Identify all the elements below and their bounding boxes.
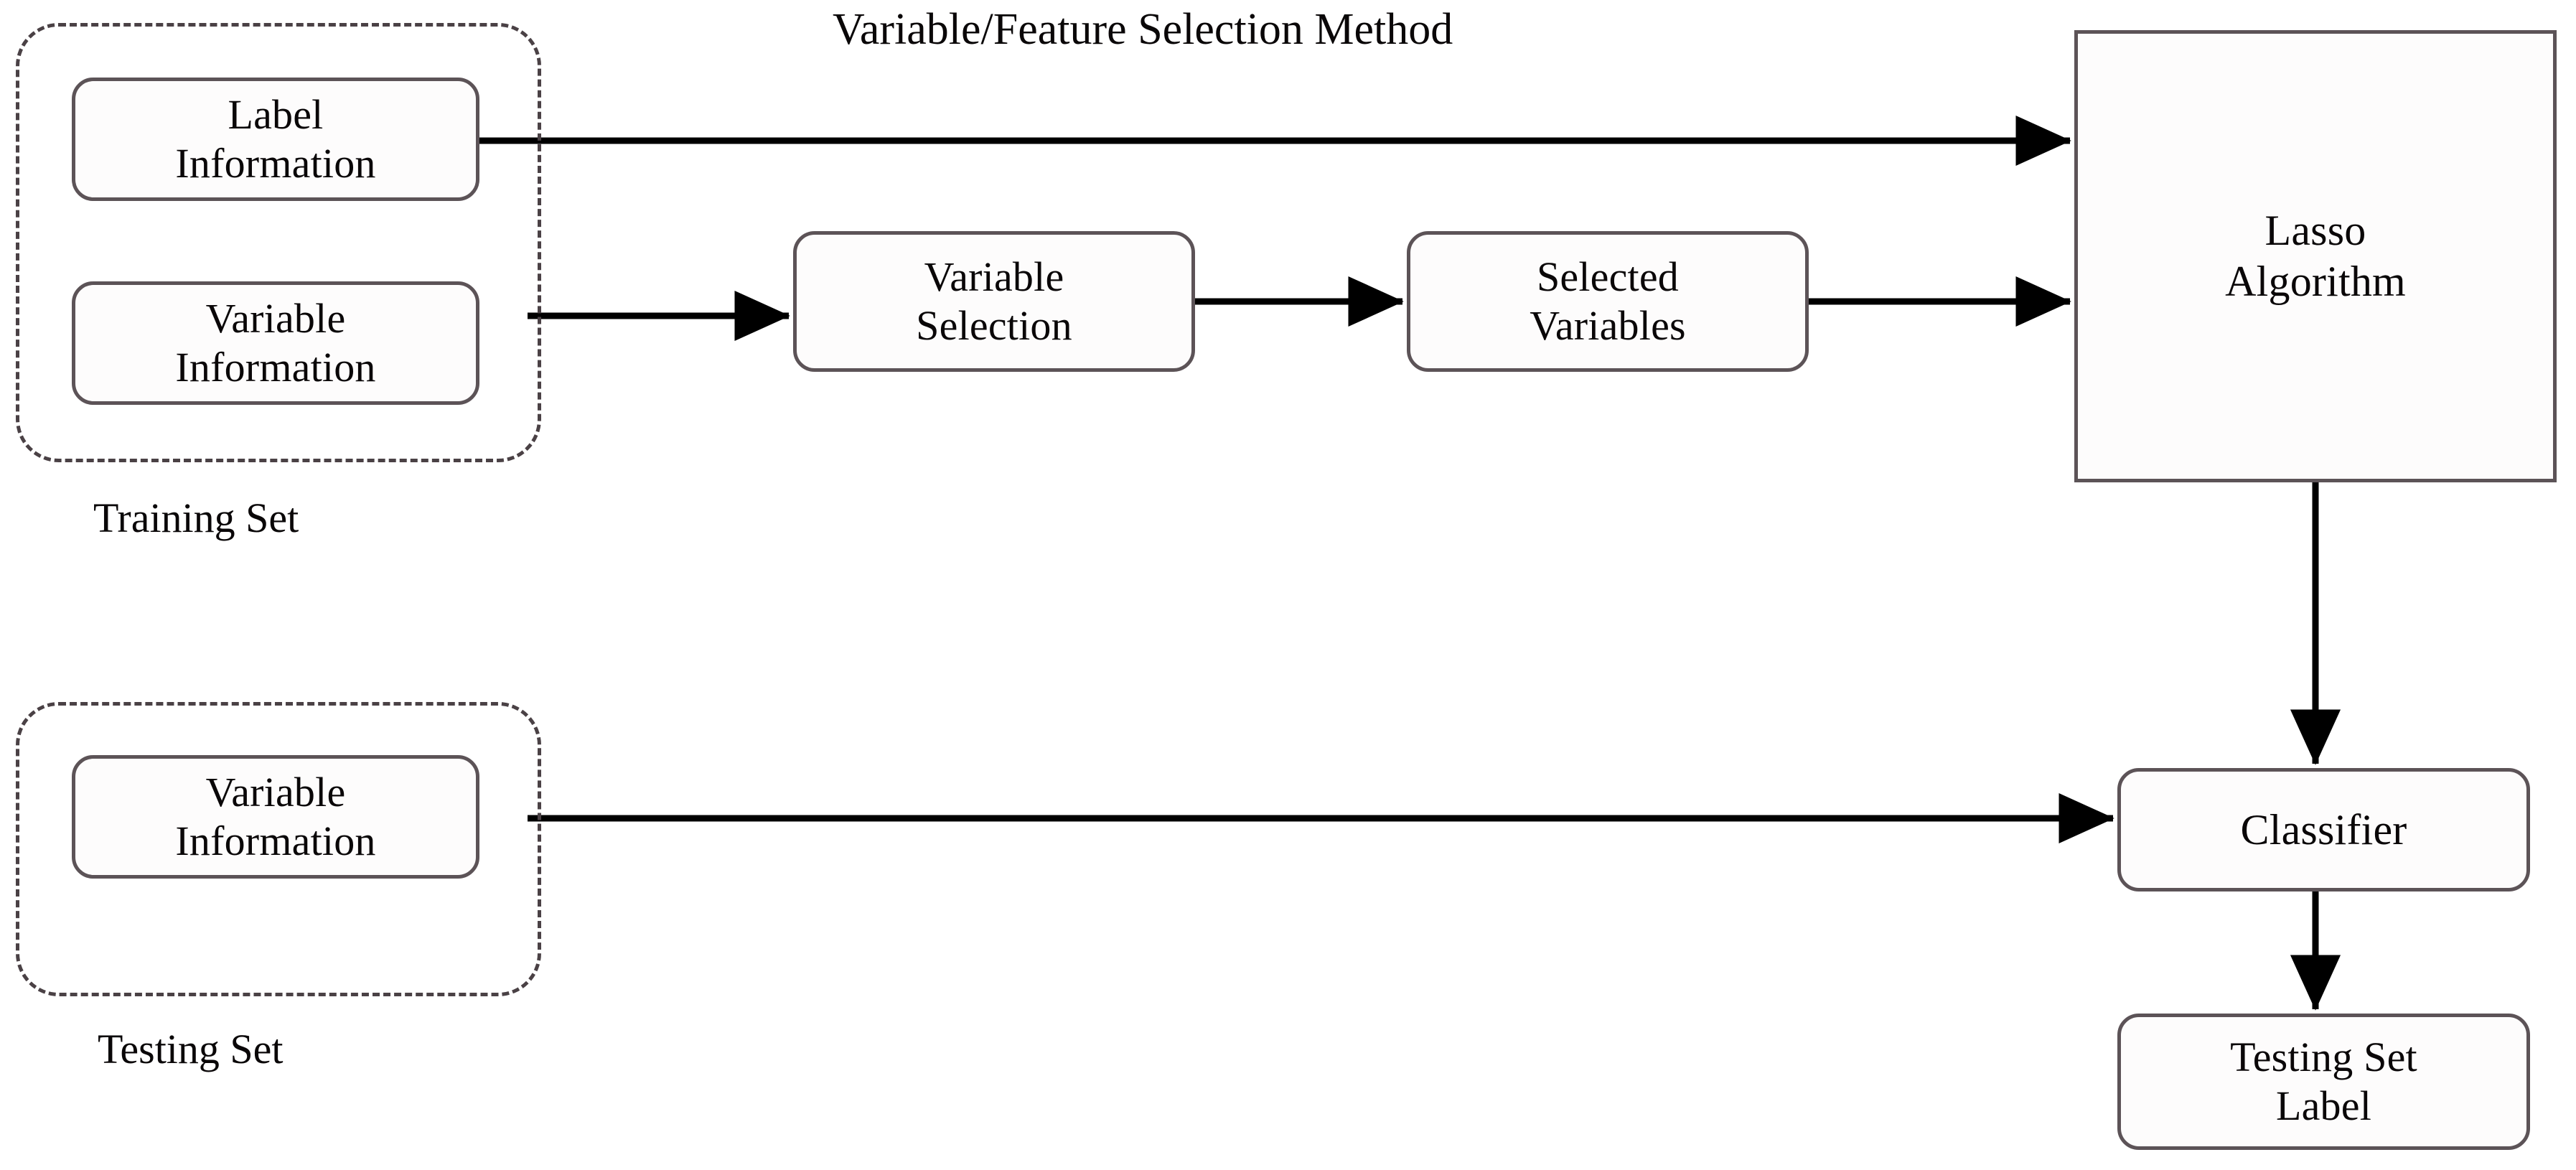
node-label-information[interactable]: Label Information xyxy=(72,78,479,201)
diagram-title: Variable/Feature Selection Method xyxy=(833,5,1453,54)
node-variable-selection[interactable]: Variable Selection xyxy=(793,231,1195,372)
node-variable-information-testing[interactable]: Variable Information xyxy=(72,755,479,879)
training-set-group xyxy=(16,23,541,462)
node-lasso-algorithm[interactable]: Lasso Algorithm xyxy=(2074,30,2557,482)
node-classifier[interactable]: Classifier xyxy=(2117,768,2530,891)
node-selected-variables[interactable]: Selected Variables xyxy=(1407,231,1809,372)
testing-set-group xyxy=(16,702,541,996)
node-variable-information-training[interactable]: Variable Information xyxy=(72,281,479,405)
node-testing-set-label[interactable]: Testing Set Label xyxy=(2117,1014,2530,1150)
training-set-caption: Training Set xyxy=(93,495,299,541)
testing-set-caption: Testing Set xyxy=(98,1026,284,1072)
